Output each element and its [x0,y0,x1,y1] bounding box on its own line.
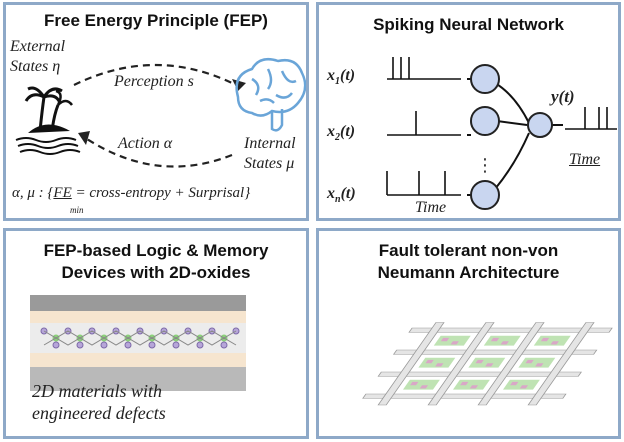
snn-graphics [386,57,617,210]
fep-title: Free Energy Principle (FEP) [44,11,268,30]
devices-title-2: Devices with 2D-oxides [61,263,251,282]
input-label-n: xn(t) [327,185,356,206]
internal-states-label-2: States μ [244,155,295,172]
perception-label: Perception s [114,73,194,90]
output-time-label: Time [569,151,601,168]
input-label-2: x2(t) [327,123,356,144]
neuron-1 [470,64,500,94]
equation-rhs: = cross-entropy + Surprisal} [75,185,251,201]
devices-panel: FEP-based Logic & Memory Devices with 2D… [3,228,309,439]
external-states-label-1: External [10,38,66,55]
external-states-label-2: States η [10,58,61,75]
layer-stack-diagram [30,295,246,391]
input-time-label: Time [415,199,447,216]
arch-title-2: Neumann Architecture [377,263,560,282]
equation-fe: FE [53,185,72,201]
action-label: Action α [118,135,173,152]
ellipsis: ⋮ [476,155,494,176]
devices-caption-2: engineered defects [32,403,166,423]
fep-equation: α, μ : {FE = cross-entropy + Surprisal} [12,185,250,202]
internal-states-label-1: Internal [244,135,296,152]
arch-title-1: Fault tolerant non-von [378,241,559,260]
architecture-panel: Fault tolerant non-von Neumann Architect… [316,228,621,439]
island-icon [15,86,81,155]
neuron-n [470,180,500,210]
output-label: y(t) [551,87,575,106]
devices-title-1: FEP-based Logic & Memory [43,241,269,260]
snn-panel: Spiking Neural Network x1(t) x2(t) xn(t)… [316,2,621,221]
fep-panel: Free Energy Principle (FEP) External Sta… [3,2,309,221]
fep-graphics [15,58,306,168]
neuron-2 [470,106,500,136]
crossbar-architecture [362,322,613,406]
devices-caption-1: 2D materials with [32,381,163,401]
equation-min-subscript: min [70,205,84,215]
snn-title: Spiking Neural Network [373,15,564,34]
brain-icon [235,58,306,132]
output-neuron [527,112,553,138]
equation-lhs: α, μ : { [12,185,54,201]
input-label-1: x1(t) [327,67,356,88]
